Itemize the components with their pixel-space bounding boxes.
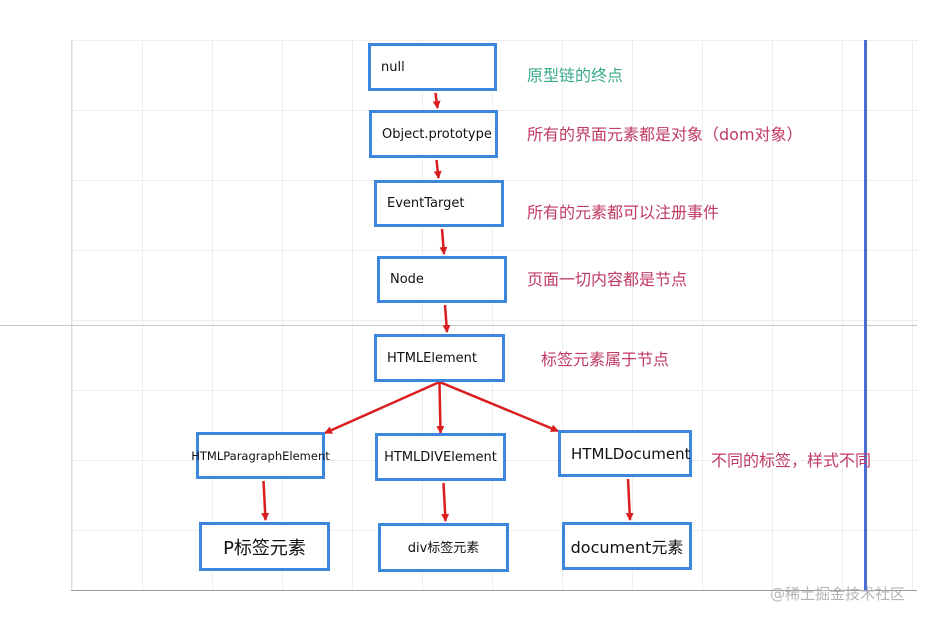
node-htmlparagraphelement-label: HTMLParagraphElement: [191, 448, 330, 463]
node-htmlelement-label: HTMLElement: [387, 350, 477, 366]
node-div-element: div标签元素: [378, 523, 509, 572]
annotation-all-content-nodes: 页面一切内容都是节点: [527, 270, 688, 289]
arrow-object-prototype-to-eventtarget: [433, 159, 442, 179]
node-object-prototype: Object.prototype: [369, 110, 498, 158]
arrow-eventtarget-to-node: [439, 228, 448, 255]
arrow-htmlelement-to-htmldocument: [439, 380, 559, 433]
node-htmldivelement-label: HTMLDIVElement: [384, 449, 497, 465]
arrow-htmlelement-to-htmlparagraphelement: [324, 380, 441, 435]
vertical-blue-line: [864, 40, 867, 591]
annotation-all-elements-register-events: 所有的元素都可以注册事件: [527, 203, 720, 222]
annotation-prototype-chain-end: 原型链的终点: [527, 66, 624, 85]
watermark-text: @稀土掘金技术社区: [770, 585, 906, 603]
arrow-node-to-htmlelement: [442, 304, 451, 333]
node-null: null: [368, 43, 497, 91]
node-eventtarget-label: EventTarget: [387, 196, 465, 211]
node-htmldivelement: HTMLDIVElement: [375, 433, 506, 481]
node-node-label: Node: [390, 272, 424, 287]
node-p-element-label: P标签元素: [223, 537, 306, 559]
annotation-different-tags-styles: 不同的标签，样式不同: [711, 451, 872, 470]
node-htmlparagraphelement: HTMLParagraphElement: [191, 432, 330, 479]
arrow-null-to-object-prototype: [432, 92, 441, 109]
node-object-prototype-label: Object.prototype: [382, 126, 492, 142]
horizontal-divider-line: [0, 325, 917, 326]
node-document-element-label: document元素: [570, 538, 684, 557]
node-document-element: document元素: [562, 522, 692, 570]
arrow-htmlparagraphelement-to-p-element: [261, 480, 270, 521]
node-null-label: null: [381, 59, 405, 75]
node-div-element-label: div标签元素: [407, 541, 480, 556]
node-htmldocument-label: HTMLDocument: [571, 444, 691, 463]
arrow-htmldivelement-to-div-element: [441, 482, 450, 522]
node-htmlelement: HTMLElement: [374, 334, 505, 382]
bottom-border-line: [71, 590, 917, 591]
arrow-htmlelement-to-htmldivelement: [436, 381, 445, 434]
node-htmldocument: HTMLDocument: [558, 430, 692, 477]
node-node: Node: [377, 256, 507, 303]
node-p-element: P标签元素: [199, 522, 330, 571]
node-eventtarget: EventTarget: [374, 180, 504, 227]
annotation-all-ui-elements-objects: 所有的界面元素都是对象（dom对象）: [527, 125, 803, 144]
arrow-htmldocument-to-document-element: [625, 478, 634, 521]
annotation-tag-elements-nodes: 标签元素属于节点: [541, 350, 670, 369]
